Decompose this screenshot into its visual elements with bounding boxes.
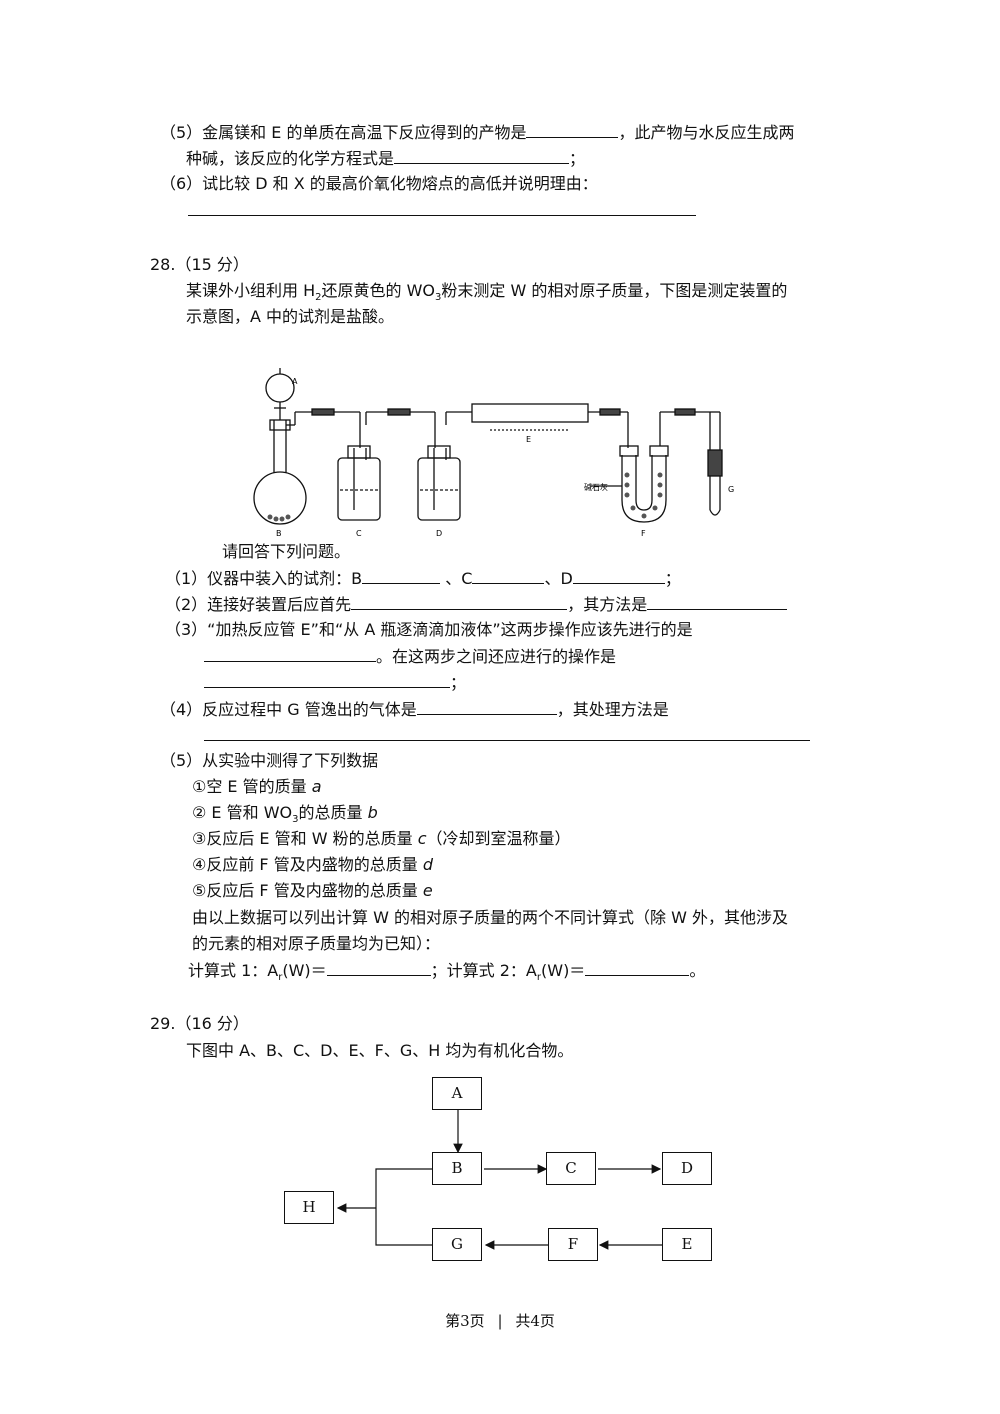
label-f: F bbox=[641, 529, 646, 538]
q28-sub3-line2: 。在这两步之间还应进行的操作是 bbox=[204, 644, 616, 669]
q28-prompt: 请回答下列问题。 bbox=[222, 542, 351, 561]
answer-blank[interactable] bbox=[394, 146, 570, 164]
answer-blank[interactable] bbox=[647, 592, 788, 610]
answer-blank[interactable] bbox=[204, 670, 450, 688]
footer-separator: | bbox=[497, 1312, 503, 1330]
total-pages: 共4页 bbox=[515, 1312, 555, 1330]
data-item-3: ③反应后 E 管和 W 粉的总质量 c（冷却到室温称量） bbox=[192, 829, 571, 848]
q28-intro-line2: 示意图，A 中的试剂是盐酸。 bbox=[186, 307, 395, 326]
label-c: C bbox=[356, 529, 362, 538]
label-e: E bbox=[526, 435, 531, 444]
label-d: D bbox=[436, 529, 442, 538]
label-g: G bbox=[728, 485, 734, 494]
data-item-5: ⑤反应后 F 管及内盛物的总质量 e bbox=[192, 881, 433, 900]
q28-sub3-line1: （3）“加热反应管 E”和“从 A 瓶逐滴滴加液体”这两步操作应该先进行的是 bbox=[165, 620, 693, 639]
q28-formulas: 计算式 1：Ar(W)＝；计算式 2：Ar(W)＝。 bbox=[188, 958, 705, 990]
apparatus-diagram: A B C D E F G 碱石灰 bbox=[253, 368, 734, 538]
q28-calc-line1: 由以上数据可以列出计算 W 的相对原子质量的两个不同计算式（除 W 外，其他涉及 bbox=[192, 908, 788, 927]
q28-sub1: （1）仪器中装入的试剂：B 、C、D； bbox=[165, 566, 681, 591]
node-e: E bbox=[662, 1228, 712, 1261]
u-tube-f bbox=[621, 455, 667, 523]
page-footer: 第3页 | 共4页 bbox=[0, 1310, 1000, 1331]
funnel-a bbox=[265, 373, 295, 403]
label-b: B bbox=[276, 529, 282, 538]
node-a: A bbox=[432, 1077, 482, 1110]
q29-intro: 下图中 A、B、C、D、E、F、G、H 均为有机化合物。 bbox=[186, 1041, 574, 1060]
answer-blank-b[interactable] bbox=[362, 566, 441, 584]
q28-sub5-title: （5）从实验中测得了下列数据 bbox=[160, 751, 379, 770]
data-item-2: ② E 管和 WO3的总质量 b bbox=[192, 803, 378, 826]
answer-blank[interactable] bbox=[204, 644, 376, 662]
node-b: B bbox=[432, 1152, 482, 1185]
tube-g bbox=[707, 449, 723, 477]
q28-sub4: （4）反应过程中 G 管逸出的气体是，其处理方法是 bbox=[160, 697, 669, 722]
answer-blank[interactable] bbox=[526, 120, 619, 138]
answer-blank[interactable] bbox=[416, 697, 557, 715]
q27-item6-line1: （6）试比较 D 和 X 的最高价氧化物熔点的高低并说明理由： bbox=[160, 174, 598, 193]
q29-number: 29.（16 分） bbox=[150, 1014, 249, 1033]
data-item-1: ①空 E 管的质量 a bbox=[192, 777, 322, 796]
answer-line[interactable] bbox=[188, 215, 696, 216]
node-c: C bbox=[546, 1152, 596, 1185]
answer-line[interactable] bbox=[204, 740, 810, 741]
q27-item5-line2: 种碱，该反应的化学方程式是； bbox=[186, 146, 585, 171]
answer-blank-d[interactable] bbox=[572, 566, 665, 584]
tube-e bbox=[471, 403, 589, 423]
bottle-d bbox=[417, 457, 461, 521]
current-page: 第3页 bbox=[445, 1312, 485, 1330]
q28-intro-line1: 某课外小组利用 H2还原黄色的 WO3粉末测定 W 的相对原子质量，下图是测定装… bbox=[186, 281, 788, 304]
q28-sub2: （2）连接好装置后应首先，其方法是 bbox=[165, 592, 788, 617]
bottle-c bbox=[337, 457, 381, 521]
node-d: D bbox=[662, 1152, 712, 1185]
data-item-4: ④反应前 F 管及内盛物的总质量 d bbox=[192, 855, 433, 874]
label-soda-lime: 碱石灰 bbox=[584, 482, 608, 492]
answer-blank-c[interactable] bbox=[472, 566, 545, 584]
answer-blank-formula-2[interactable] bbox=[585, 958, 690, 976]
flask-b bbox=[253, 471, 307, 525]
answer-blank[interactable] bbox=[351, 592, 568, 610]
flow-diagram-arrows bbox=[336, 1108, 662, 1250]
node-f: F bbox=[548, 1228, 598, 1261]
q28-number: 28.（15 分） bbox=[150, 255, 249, 274]
node-h: H bbox=[284, 1191, 334, 1224]
label-a: A bbox=[292, 377, 298, 386]
q27-item5-line1: （5）金属镁和 E 的单质在高温下反应得到的产物是，此产物与水反应生成两 bbox=[160, 120, 794, 145]
q28-calc-line2: 的元素的相对原子质量均为已知）： bbox=[192, 934, 441, 953]
answer-blank-formula-1[interactable] bbox=[326, 958, 431, 976]
node-g: G bbox=[432, 1228, 482, 1261]
q28-sub3-line3: ； bbox=[204, 670, 466, 695]
